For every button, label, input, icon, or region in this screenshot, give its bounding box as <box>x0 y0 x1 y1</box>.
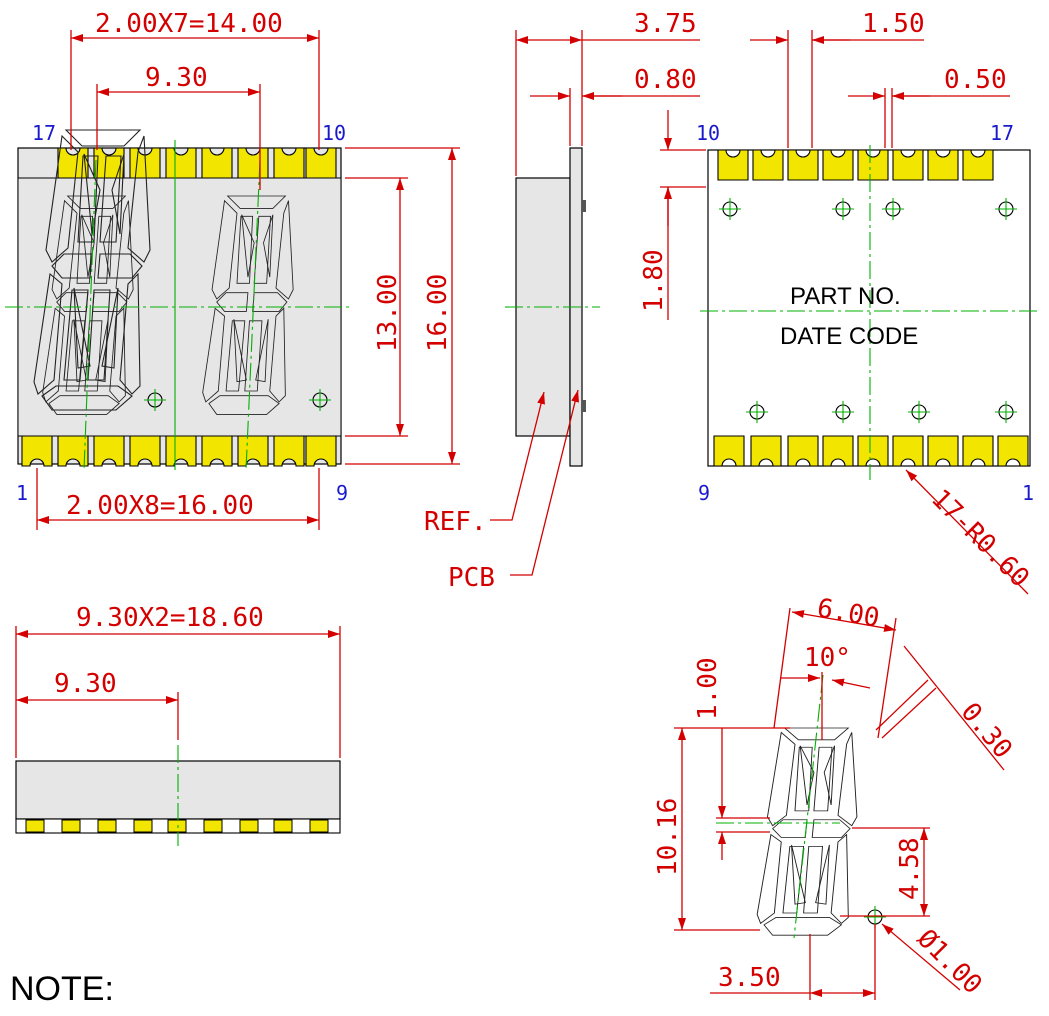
back-pin-1: 1 <box>1022 481 1034 505</box>
dim-detail-stroke: 0.30 <box>955 697 1018 764</box>
dim-total-width: 9.30X2=18.60 <box>76 603 264 633</box>
back-pin-10: 10 <box>696 121 720 145</box>
side-view: 3.75 0.80 REF. PCB <box>424 9 700 593</box>
dim-pad-radius: 17-R0.60 <box>925 484 1035 594</box>
front-pin-17: 17 <box>32 121 56 145</box>
bottom-view: 9.30X2=18.60 9.30 <box>15 603 341 846</box>
front-view: 2.00X7=14.00 9.30 13.00 16.00 2.00X8=16.… <box>5 9 460 530</box>
dim-detail-seg-gap: 1.00 <box>693 657 723 720</box>
dim-detail-lower-height: 4.58 <box>895 837 925 900</box>
label-pcb: PCB <box>448 563 495 593</box>
detail-digit <box>756 727 858 936</box>
dim-pad-height: 1.80 <box>639 249 669 312</box>
back-pin-9: 9 <box>698 481 710 505</box>
dim-half-width: 9.30 <box>54 669 117 699</box>
dim-side-pcb: 0.80 <box>634 65 697 95</box>
dim-pad-gap: 0.50 <box>944 65 1007 95</box>
back-part-no: PART NO. <box>790 283 901 310</box>
dim-body-inner: 13.00 <box>373 274 403 352</box>
bottom-pads <box>25 819 329 833</box>
dim-pitch-top: 2.00X7=14.00 <box>95 9 283 39</box>
back-board <box>707 149 1031 467</box>
dim-detail-width: 6.00 <box>815 593 882 633</box>
dim-detail-dp-offset: 3.50 <box>718 963 781 993</box>
label-ref: REF. <box>424 507 487 537</box>
dim-detail-dp-diameter: Ø1.00 <box>911 924 988 1001</box>
dim-pitch-bottom: 2.00X8=16.00 <box>66 491 254 521</box>
dim-digit-pitch: 9.30 <box>145 63 208 93</box>
front-pin-1: 1 <box>16 481 28 505</box>
dim-side-depth: 3.75 <box>634 9 697 39</box>
front-pin-10: 10 <box>322 121 346 145</box>
dim-detail-height: 10.16 <box>653 798 683 876</box>
back-pin-17: 17 <box>990 121 1014 145</box>
front-pin-9: 9 <box>336 481 348 505</box>
back-view: PART NO. DATE CODE 1.50 0.50 1.80 10 17 … <box>639 9 1038 595</box>
dim-detail-angle: 10° <box>804 643 851 673</box>
dim-body-height: 16.00 <box>423 274 453 352</box>
note-title: NOTE: <box>10 970 114 1008</box>
dim-pad-width: 1.50 <box>862 9 925 39</box>
back-date-code: DATE CODE <box>780 323 918 350</box>
segment-detail: 6.00 10° 0.30 1.00 10.16 4.58 3.50 <box>653 593 1018 1000</box>
